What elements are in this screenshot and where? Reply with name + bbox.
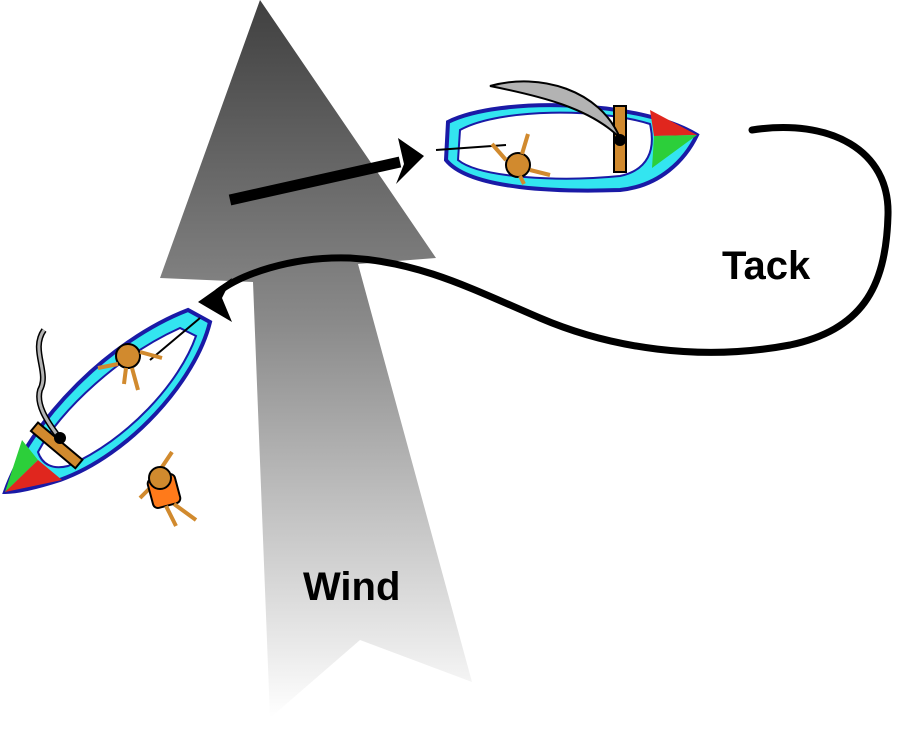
port-bow: [650, 110, 697, 136]
sailor-icon: [97, 343, 163, 391]
tack-path: [214, 124, 892, 356]
tiller: [149, 317, 201, 361]
sailor-icon: [490, 133, 551, 185]
deck: [36, 326, 198, 469]
turn-arrow-shaft: [228, 156, 402, 206]
tack-arrowhead: [198, 278, 232, 322]
turn-arrowhead: [396, 138, 424, 184]
wind-label: Wind: [303, 565, 401, 609]
swimmer-icon: [138, 450, 198, 527]
boat-upper: [435, 80, 700, 193]
port-bow: [5, 460, 62, 492]
sail: [37, 329, 60, 437]
tack-label: Tack: [722, 244, 811, 288]
mast: [614, 134, 626, 146]
starboard-bow: [652, 135, 697, 168]
mast: [54, 432, 66, 444]
starboard-bow: [5, 440, 38, 492]
wind-arrow-icon: [160, 0, 472, 718]
boat-lower: [2, 307, 213, 495]
